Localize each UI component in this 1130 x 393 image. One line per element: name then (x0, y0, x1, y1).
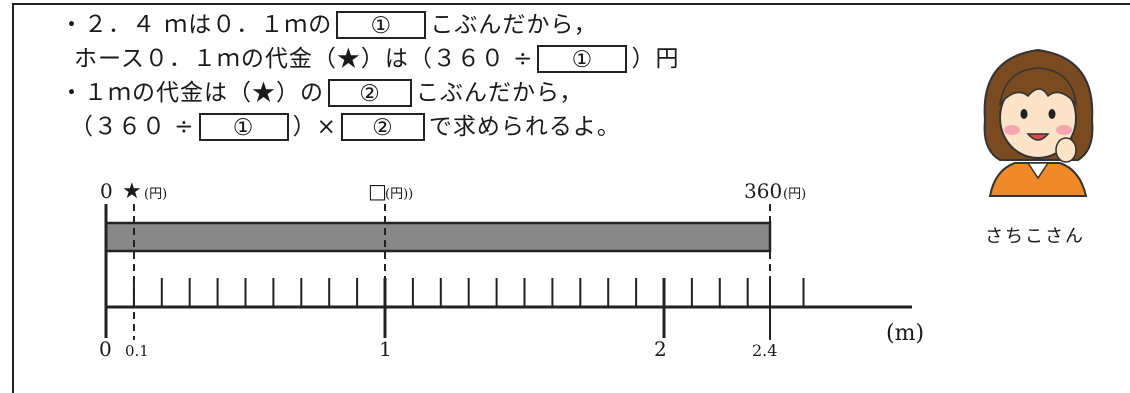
square-unit: (円)) (385, 187, 413, 202)
length-unit: (m) (886, 321, 924, 346)
answer-box-1[interactable]: ① (336, 11, 427, 39)
answer-box-1c[interactable]: ① (198, 113, 289, 141)
total-unit: (円) (783, 187, 806, 202)
character-name: さちこさん (985, 226, 1085, 247)
length-label-2.4: 2.4 (752, 341, 777, 360)
girl-character (983, 48, 1094, 197)
tick-marks (132, 278, 805, 338)
length-label-1: 1 (379, 337, 392, 361)
price-label-zero: 0 (100, 179, 113, 203)
number-line-diagram: 0 ★ (円) □ (円)) 360 (円) 0 0.1 1 2 2.4 (m) (99, 48, 1094, 361)
square-mark: □ (368, 179, 387, 203)
price-bar (104, 221, 772, 253)
answer-box-2b[interactable]: ② (340, 113, 425, 141)
length-label-2: 2 (654, 337, 667, 361)
length-label-0.1: 0.1 (125, 342, 149, 360)
star-unit: (円) (144, 187, 167, 202)
problem-frame (12, 3, 1130, 393)
price-label-total: 360 (744, 179, 782, 203)
star-mark: ★ (122, 179, 142, 204)
answer-box-1b[interactable]: ① (537, 45, 628, 73)
length-label-zero: 0 (99, 337, 112, 361)
hint-line-2: ホース０．１ｍの代金（★）は（３６０ ÷①）円 (74, 45, 680, 73)
answer-box-2[interactable]: ② (328, 79, 412, 107)
